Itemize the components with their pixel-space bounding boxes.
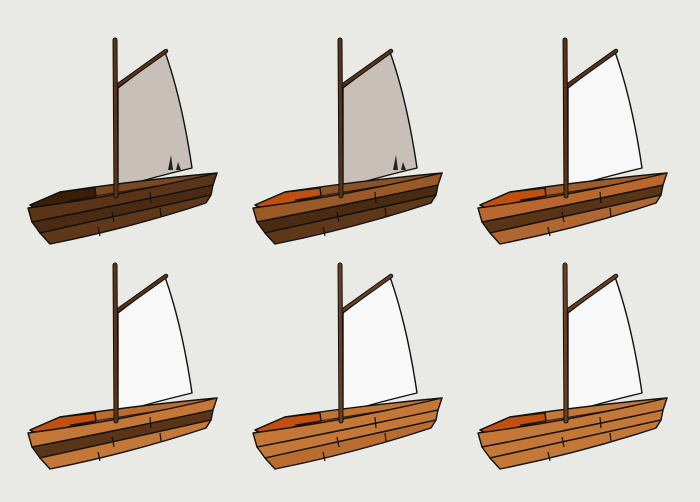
sailboat [27, 262, 218, 470]
sail [117, 276, 193, 414]
sailboat [477, 262, 668, 470]
hull-plank-bottom [489, 194, 662, 245]
sail [567, 51, 643, 189]
sail [342, 276, 418, 414]
sail [567, 276, 643, 414]
hull-plank-bottom [264, 194, 437, 245]
hull-plank-bottom [39, 419, 212, 470]
sail-tear [168, 155, 181, 170]
sail [342, 51, 418, 189]
sail [117, 51, 193, 189]
sail-tear [393, 155, 406, 170]
sailboat [252, 37, 443, 245]
sailboat [252, 262, 443, 470]
plank-seams [547, 416, 612, 462]
plank-seams [547, 191, 612, 237]
plank-seams [97, 191, 162, 237]
sailboat [477, 37, 668, 245]
hull-plank-bottom [264, 419, 437, 470]
hull-plank-bottom [39, 194, 212, 245]
hull-plank-bottom [489, 419, 662, 470]
plank-seams [322, 416, 387, 462]
plank-seams [322, 191, 387, 237]
sailboat [27, 37, 218, 245]
plank-seams [97, 416, 162, 462]
